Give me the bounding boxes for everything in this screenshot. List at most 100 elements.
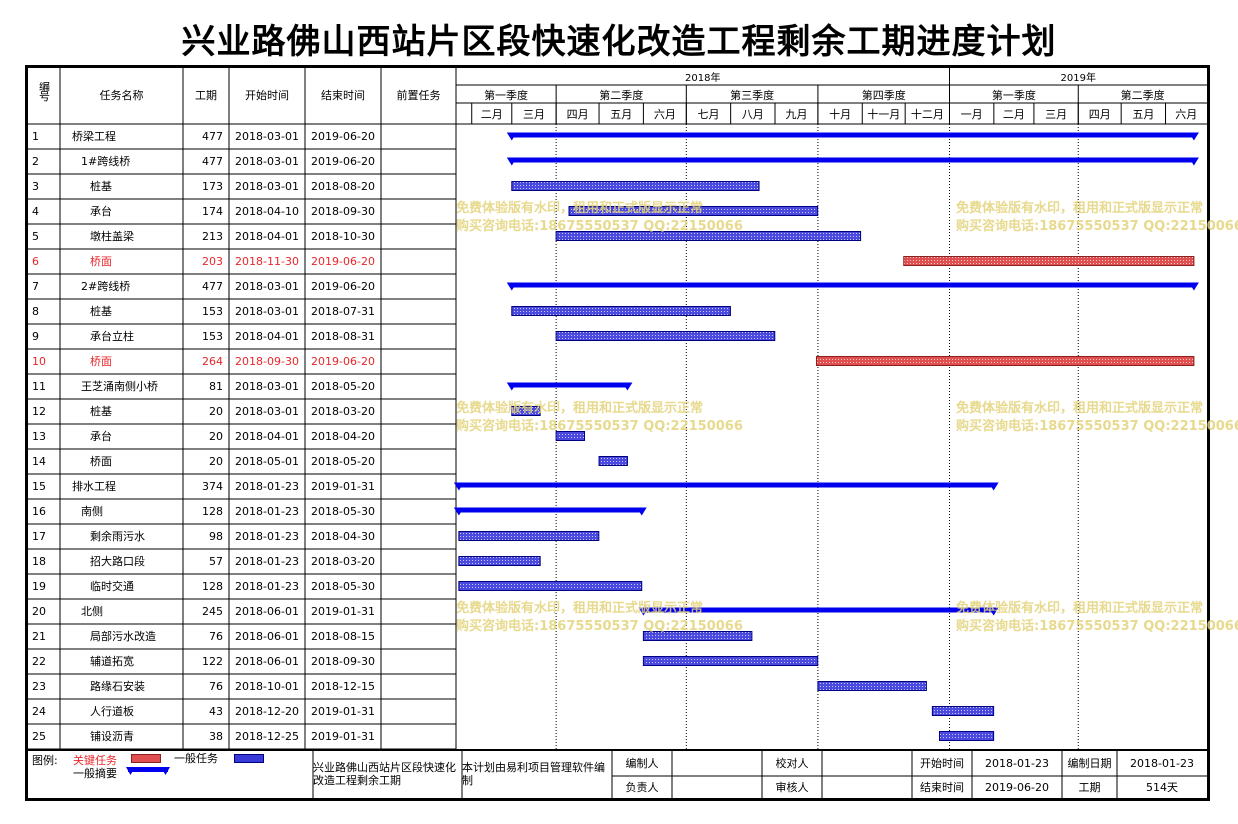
summary-bar[interactable] [511,282,1194,288]
critical-task-bar[interactable] [903,256,1195,266]
task-end: 2019-06-20 [311,155,375,168]
quarter-label: 第二季度 [1121,88,1165,102]
task-no: 15 [32,480,46,493]
task-end: 2018-05-20 [311,455,375,468]
normal-task-bar[interactable] [931,706,995,716]
task-no: 16 [32,505,46,518]
task-end: 2019-01-31 [311,480,375,493]
normal-task-bar[interactable] [458,581,643,591]
normal-task-bar[interactable] [939,731,995,741]
legend-label: 图例: [32,754,58,767]
summary-end-marker [636,507,647,516]
critical-task-bar[interactable] [815,356,1195,366]
reviewer-value[interactable] [822,776,912,800]
task-duration: 245 [202,605,223,618]
task-duration: 128 [202,580,223,593]
task-no: 24 [32,705,46,718]
task-duration: 477 [202,280,223,293]
normal-task-bar[interactable] [511,181,760,191]
task-duration: 128 [202,505,223,518]
task-duration: 203 [202,255,223,268]
page-title: 兴业路佛山西站片区段快速化改造工程剩余工期进度计划 [181,22,1057,62]
task-name: 临时交通 [90,580,134,593]
normal-task-bar[interactable] [555,431,586,441]
month-label: 五月 [1132,108,1154,121]
task-end: 2019-06-20 [311,255,375,268]
task-no: 5 [32,230,39,243]
normal-task-bar[interactable] [511,406,541,416]
task-no: 13 [32,430,46,443]
month-label: 四月 [567,108,589,121]
duration-value: 514天 [1146,781,1178,794]
task-name: 桥面 [90,455,112,468]
footer-note: 本计划由易利项目管理软件编制 [462,761,605,787]
task-end: 2019-01-31 [311,605,375,618]
task-no: 11 [32,380,46,393]
task-start: 2018-01-23 [235,580,299,593]
checker-value[interactable] [822,752,912,776]
normal-task-bar[interactable] [458,531,600,541]
month-label: 六月 [1175,108,1197,121]
normal-task-bar[interactable] [458,556,541,566]
month-label: 十二月 [911,107,944,121]
legend-summary-swatch [126,767,170,775]
normal-task-bar[interactable] [642,656,819,666]
summary-bar[interactable] [511,382,628,388]
normal-task-bar[interactable] [817,681,927,691]
checker-label: 校对人 [775,757,809,770]
task-duration: 43 [209,705,223,718]
task-duration: 153 [202,305,223,318]
task-name: 桥面 [90,255,112,268]
col-header-predecessor: 前置任务 [396,89,441,102]
task-duration: 81 [209,380,223,393]
task-start: 2018-03-01 [235,405,299,418]
quarter-label: 第四季度 [862,88,906,102]
task-start: 2018-06-01 [235,605,299,618]
month-label: 七月 [697,108,719,121]
task-name: 承台立柱 [90,330,134,343]
end-value: 2019-06-20 [985,781,1049,794]
normal-task-bar[interactable] [555,331,776,341]
normal-task-bar[interactable] [598,456,628,466]
normal-task-bar[interactable] [555,231,862,241]
task-no: 19 [32,580,46,593]
task-duration: 153 [202,330,223,343]
summary-start-marker [506,132,517,141]
summary-bar[interactable] [511,132,1194,138]
start-label: 开始时间 [920,757,964,770]
task-duration: 477 [202,130,223,143]
task-duration: 20 [209,455,223,468]
task-start: 2018-01-23 [235,555,299,568]
task-no: 18 [32,555,46,568]
summary-end-marker [1188,132,1199,141]
task-duration: 174 [202,205,223,218]
task-name: 1#跨线桥 [81,155,131,168]
summary-end-marker [622,382,633,391]
compiler-value[interactable] [672,752,762,776]
normal-task-bar[interactable] [642,631,753,641]
task-start: 2018-03-01 [235,280,299,293]
task-name: 南侧 [81,505,103,518]
month-label: 二月 [481,108,503,121]
task-end: 2019-06-20 [311,280,375,293]
task-no: 4 [32,205,39,218]
summary-bar[interactable] [511,157,1194,163]
normal-task-bar[interactable] [568,206,819,216]
summary-bar[interactable] [458,507,642,513]
task-end: 2018-10-30 [311,230,375,243]
start-value: 2018-01-23 [985,757,1049,770]
task-start: 2018-10-01 [235,680,299,693]
task-start: 2018-03-01 [235,380,299,393]
summary-bar[interactable] [643,607,994,613]
task-duration: 122 [202,655,223,668]
normal-task-bar[interactable] [511,306,731,316]
summary-end-marker [988,607,999,616]
task-duration: 98 [209,530,223,543]
task-duration: 57 [209,555,223,568]
task-start: 2018-04-10 [235,205,299,218]
owner-value[interactable] [672,776,762,800]
summary-end-marker [988,482,999,491]
summary-bar[interactable] [458,482,994,488]
task-end: 2018-03-20 [311,555,375,568]
task-name: 排水工程 [72,480,116,493]
